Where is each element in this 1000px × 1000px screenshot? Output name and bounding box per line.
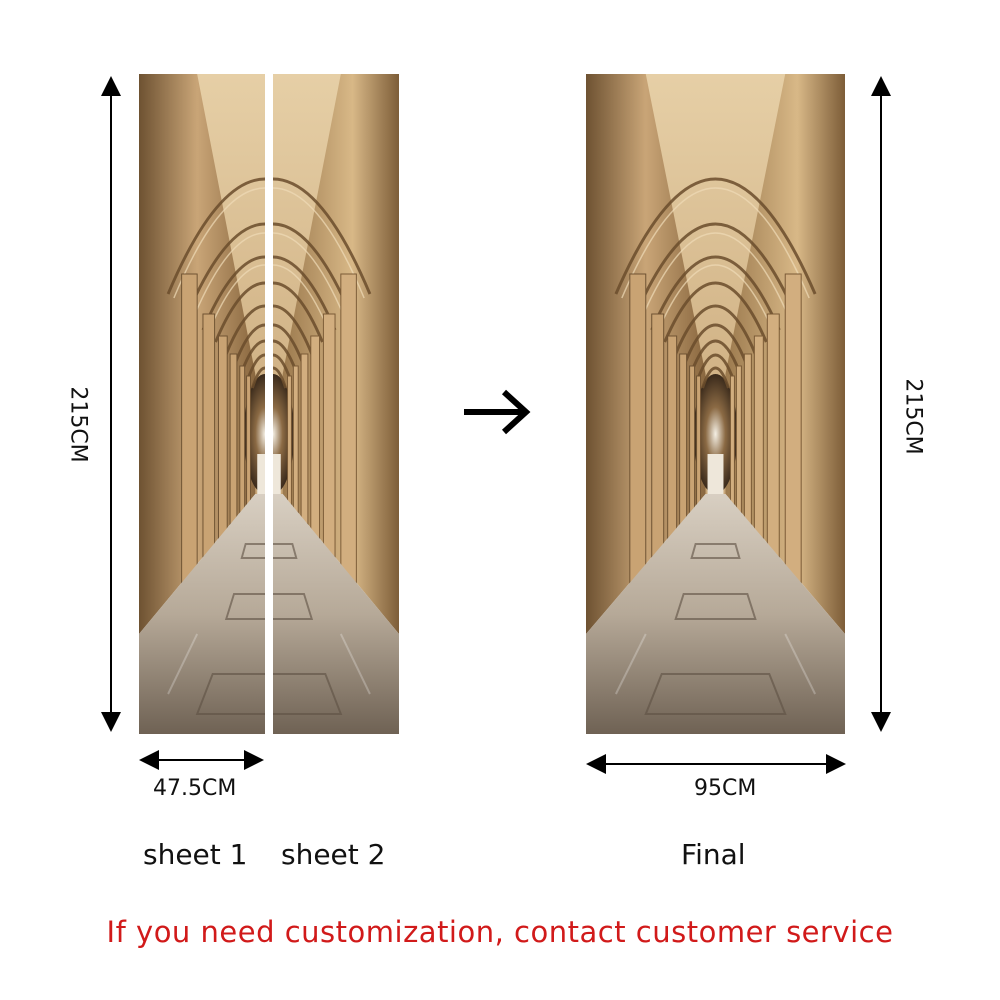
customization-notice: If you need customization, contact custo…	[106, 915, 894, 949]
arrow-right-icon	[464, 389, 531, 435]
height-label-left: 215CM	[65, 386, 91, 463]
width-label-final: 95CM	[694, 776, 757, 801]
height-label-right: 215CM	[900, 378, 926, 455]
caption-final: Final	[681, 838, 746, 871]
caption-sheet-2: sheet 2	[281, 838, 386, 871]
caption-sheet-1: sheet 1	[143, 838, 248, 871]
width-label-sheet: 47.5CM	[153, 776, 237, 801]
